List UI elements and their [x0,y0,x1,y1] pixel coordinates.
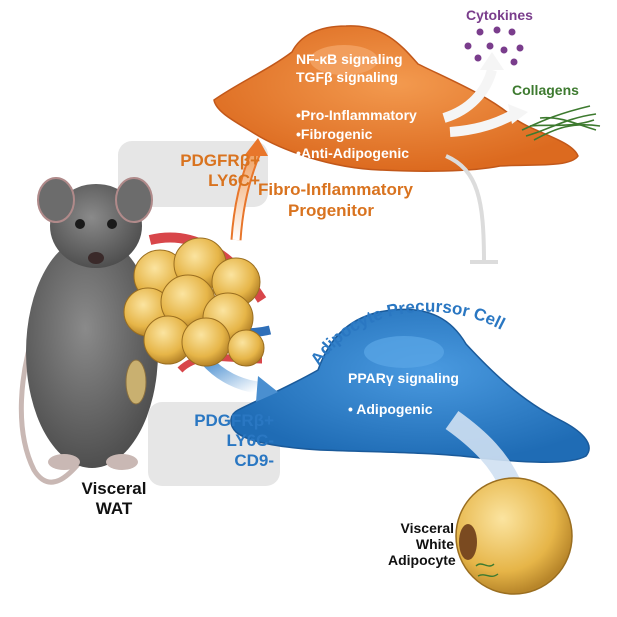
apc-markers: PDGFRβ+ LY6C- CD9- [150,411,274,471]
fip-arrowhead [244,138,268,156]
apc-arrowhead [256,376,278,402]
mouse-fat-pad [125,359,147,405]
collagen-arrow [449,109,517,137]
fip-trait-fibrogenic: •Fibrogenic [296,126,373,142]
apc-trait-adipogenic: • Adipogenic [348,401,433,417]
fip-arrow [232,150,260,241]
adipocyte-nucleus [459,524,477,560]
fip-markers: PDGFRβ+ LY6C+ [120,151,260,191]
adipocyte-label: Visceral White Adipocyte [388,520,456,569]
mouse-illustration [18,177,158,485]
adipocyte-label-line3: Adipocyte [388,552,456,569]
fip-cell-shape [213,25,579,172]
apc-marker-1: PDGFRβ+ [194,411,274,430]
adipocyte-label-line2: White [415,536,454,553]
mouse-foot-right [106,454,138,470]
fip-marker-box [118,141,268,207]
collagen-arrowhead [508,104,528,124]
fip-marker-1: PDGFRβ+ [180,151,260,170]
mouse-label-line1: Visceral [81,479,147,498]
fip-name-line2: Progenitor [288,201,374,220]
cytokine-arrow [442,68,497,123]
fip-marker-2: LY6C+ [208,171,260,191]
cytokine-arrowhead [480,52,504,70]
fip-signal-2: TGFβ signaling [296,69,398,85]
apc-signal: PPARγ signaling [348,370,459,386]
mouse-label: Visceral WAT [72,479,156,518]
inhibition-line [445,154,486,263]
collagen-fibers [521,105,601,141]
apc-marker-2: LY6C- [226,431,274,451]
fip-trait-anti-adipogenic: •Anti-Adipogenic [296,145,409,161]
mouse-foot-left [48,454,80,470]
wat-fat-cluster [123,232,272,373]
cytokine-dots [464,26,524,66]
mouse-eye-right [107,219,117,229]
apc-marker-3: CD9- [234,451,274,471]
fip-nucleus [310,45,378,75]
mouse-label-line2: WAT [95,498,133,518]
mouse-eye-left [75,219,85,229]
mouse-ear-left [37,177,75,223]
fip-name-line1: Fibro-Inflammatory [258,180,413,199]
apc-nucleus [364,336,444,368]
collagens-label: Collagens [512,82,579,98]
fip-trait-pro-inflammatory: •Pro-Inflammatory [296,107,417,123]
cytokines-label: Cytokines [466,7,533,23]
mouse-nose [88,252,104,264]
adipocyte-label-line1: Visceral [400,520,454,536]
mouse-ear-right [115,177,153,223]
mouse-body [26,236,158,468]
adipocyte-organelles [475,563,499,577]
apc-cell-shape [230,308,590,464]
fip-signal-1: NF-κB signaling [296,51,403,67]
